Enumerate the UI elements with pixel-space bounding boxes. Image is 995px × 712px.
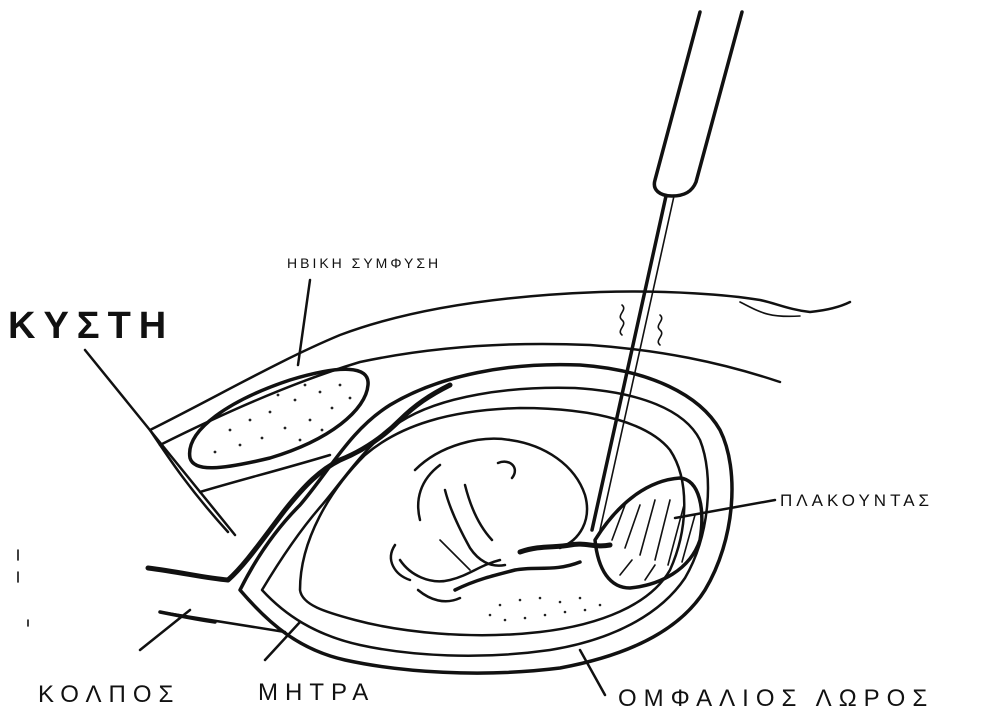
dotted-base: [489, 597, 602, 622]
label-bladder: ΚΥΣΤΗ: [8, 305, 174, 347]
label-uterus: ΜΗΤΡΑ: [258, 679, 375, 706]
label-pubic-symphysis: ΗΒΙΚΗ ΣΥΜΦΥΣΗ: [287, 255, 441, 271]
placenta: [595, 478, 702, 588]
needle-syringe: [592, 12, 742, 530]
amniotic-sac: [300, 408, 684, 635]
label-placenta: ΠΛΑΚΟΥΝΤΑΣ: [780, 491, 933, 510]
label-umbilical-cord: ΟΜΦΑΛΙΟΣ ΛΩΡΟΣ: [618, 685, 934, 712]
margin-ticks: [18, 550, 28, 626]
label-vagina: ΚΟΛΠΟΣ: [38, 681, 180, 708]
